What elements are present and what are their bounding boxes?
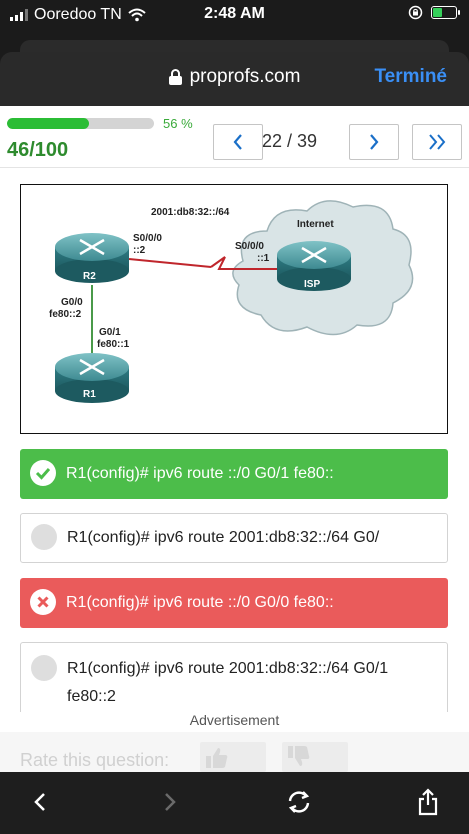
r2-g00-addr: fe80::2 [49, 309, 82, 320]
answer-option-1[interactable]: R1(config)# ipv6 route ::/0 G0/1 fe80:: [20, 449, 448, 499]
url-text: proprofs.com [189, 66, 301, 87]
lock-icon [168, 69, 182, 85]
network-diagram: 2001:db8:32::/64 Internet S0/0/0 ::2 S0/… [20, 184, 448, 434]
quiz-header: 56 % 46/100 22 / 39 [0, 106, 469, 168]
done-button[interactable]: Terminé [374, 66, 447, 87]
browser-toolbar [0, 772, 469, 834]
r2-g00-iface: G0/0 [61, 297, 83, 308]
progress-bar [7, 118, 154, 129]
question-counter: 22 / 39 [262, 131, 318, 151]
thumbs-down-icon [288, 746, 310, 766]
rate-question-row: Rate this question: [0, 732, 469, 772]
rate-label: Rate this question: [20, 750, 170, 770]
orientation-lock-icon [408, 5, 423, 20]
answer-option-2[interactable]: R1(config)# ipv6 route 2001:db8:32::/64 … [20, 513, 448, 563]
r2-s000-addr: ::2 [133, 245, 146, 256]
answer-option-4[interactable]: R1(config)# ipv6 route 2001:db8:32::/64 … [20, 642, 448, 712]
isp-s000-iface: S0/0/0 [235, 241, 264, 252]
router-isp [277, 241, 351, 291]
r2-name: R2 [83, 271, 96, 282]
r1-g01-iface: G0/1 [99, 327, 121, 338]
r1-g01-addr: fe80::1 [97, 339, 130, 350]
chevron-left-icon [233, 134, 242, 150]
cross-icon [30, 589, 56, 615]
progress-percent: 56 % [163, 116, 193, 131]
answer-text: R1(config)# ipv6 route ::/0 G0/1 fe80:: [66, 465, 334, 482]
radio-icon [31, 655, 57, 681]
back-button[interactable] [22, 784, 58, 820]
address-bar: proprofs.com Terminé [0, 52, 469, 106]
status-bar: Ooredoo TN 2:48 AM [0, 0, 469, 40]
status-indicators [408, 5, 460, 20]
reload-icon [288, 791, 310, 813]
clock: 2:48 AM [204, 5, 265, 22]
router-r1 [55, 353, 129, 403]
serial-zigzag [210, 256, 293, 270]
last-question-button[interactable] [412, 124, 462, 160]
isp-s000-addr: ::1 [257, 253, 270, 264]
answer-text: R1(config)# ipv6 route 2001:db8:32::/64 … [67, 660, 389, 705]
browser-header: proprofs.com Terminé [0, 40, 469, 106]
score: 46/100 [7, 139, 69, 161]
carrier: Ooredoo TN [10, 6, 146, 24]
url-display[interactable]: proprofs.com [0, 66, 469, 88]
answer-text: R1(config)# ipv6 route 2001:db8:32::/64 … [67, 529, 380, 546]
previous-question-button[interactable] [213, 124, 263, 160]
cloud-label: Internet [297, 219, 334, 230]
thumbs-up-button[interactable] [200, 742, 266, 772]
isp-name: ISP [304, 279, 321, 290]
sheet-edge [20, 40, 449, 52]
share-button[interactable] [410, 784, 446, 820]
share-icon [418, 788, 438, 816]
next-question-button[interactable] [349, 124, 399, 160]
advertisement-label: Advertisement [0, 712, 469, 732]
answer-option-3[interactable]: R1(config)# ipv6 route ::/0 G0/0 fe80:: [20, 578, 448, 628]
chevron-right-icon [165, 793, 176, 811]
router-r2 [55, 233, 129, 283]
chevron-right-icon [370, 134, 379, 150]
check-icon [30, 460, 56, 486]
wifi-icon [128, 8, 146, 22]
progress-fill [7, 118, 90, 129]
thumbs-down-button[interactable] [282, 742, 348, 772]
answer-text: R1(config)# ipv6 route ::/0 G0/0 fe80:: [66, 594, 334, 611]
reload-button[interactable] [281, 784, 317, 820]
signal-icon [10, 9, 28, 21]
network-label: 2001:db8:32::/64 [151, 207, 230, 218]
battery-icon [431, 6, 460, 19]
thumbs-up-icon [206, 748, 228, 768]
carrier-name: Ooredoo TN [34, 6, 122, 23]
question-content: 2001:db8:32::/64 Internet S0/0/0 ::2 S0/… [0, 168, 469, 712]
radio-icon [31, 524, 57, 550]
chevron-left-icon [34, 793, 45, 811]
r2-s000-iface: S0/0/0 [133, 233, 162, 244]
double-chevron-right-icon [429, 134, 446, 150]
battery-fill [433, 8, 442, 17]
topology-graphic [55, 200, 414, 403]
r1-name: R1 [83, 389, 96, 400]
serial-link [128, 258, 212, 268]
forward-button[interactable] [152, 784, 188, 820]
